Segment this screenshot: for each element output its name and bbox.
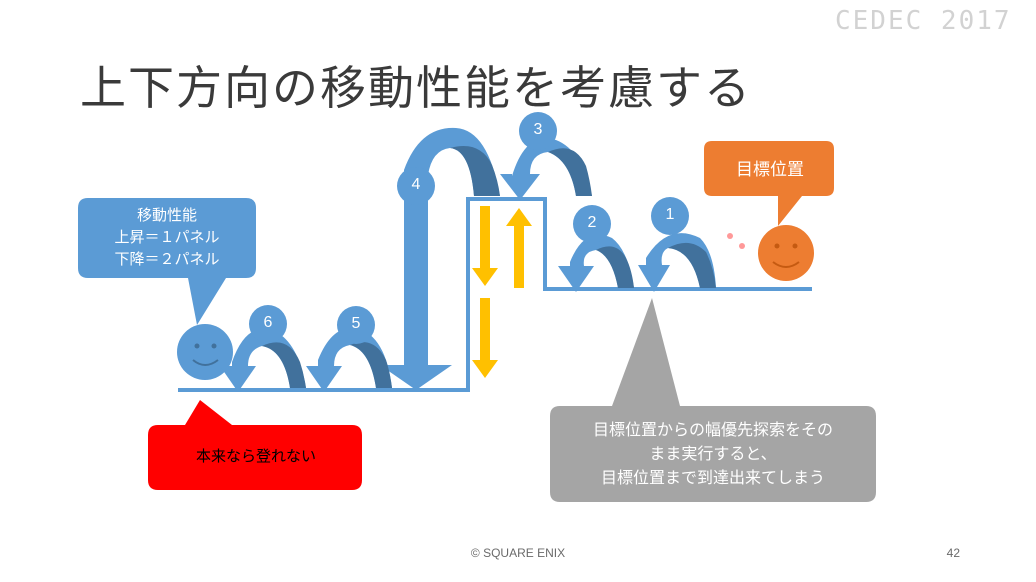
step-circle-2 (573, 205, 611, 243)
cedec-logo: CEDEC 2017 (835, 6, 1012, 36)
movement-callout: 移動性能 上昇＝１パネル 下降＝２パネル (78, 204, 256, 270)
yellow-down-arrow-lower (472, 298, 498, 378)
target-callout-label: 目標位置 (736, 160, 804, 180)
start-smiley (177, 324, 233, 380)
goal-smiley (758, 225, 814, 281)
gray-callout-shape (550, 298, 876, 502)
jump-arrow-3 (500, 138, 592, 200)
jump-arrow-5 (306, 328, 392, 392)
terrain-line (178, 197, 812, 392)
step-number-3: 3 (533, 121, 543, 138)
search-callout: 目標位置からの幅優先探索をその まま実行すると、 目標位置まで到達出来てしまう (550, 418, 876, 490)
step-circle-3 (519, 112, 557, 150)
movement-callout-title: 移動性能 (136, 206, 197, 224)
yellow-up-arrow (506, 208, 532, 288)
slide-title: 上下方向の移動性能を考慮する (80, 61, 752, 115)
jump-arrow-2 (558, 234, 634, 292)
step-circle-6 (249, 305, 287, 343)
orange-callout-shape (704, 141, 834, 226)
step-circle-5 (337, 306, 375, 344)
search-callout-line1: 目標位置からの幅優先探索をその (592, 420, 833, 439)
search-callout-line3: 目標位置まで到達出来てしまう (600, 468, 825, 487)
yellow-down-arrow-upper (472, 206, 498, 286)
movement-callout-up: 上昇＝１パネル (114, 228, 220, 246)
cannot-climb-callout-label: 本来なら登れない (195, 447, 316, 465)
step-number-1: 1 (665, 206, 675, 223)
step-number-6: 6 (263, 314, 273, 331)
movement-callout-down: 下降＝２パネル (114, 250, 220, 268)
sparkle-icon (727, 233, 745, 249)
step-circle-4 (397, 167, 435, 205)
blue-callout-shape (78, 198, 256, 325)
search-callout-line2: まま実行すると、 (649, 444, 777, 463)
red-callout-shape (148, 400, 362, 490)
step-number-4: 4 (411, 176, 421, 193)
footer-copyright: © SQUARE ENIX (470, 546, 566, 560)
jump-arrow-1 (638, 233, 716, 292)
step-number-5: 5 (351, 315, 361, 332)
step-number-2: 2 (587, 214, 597, 231)
step-circle-1 (651, 197, 689, 235)
jump-arrow-6 (220, 328, 306, 392)
page-number: 42 (946, 546, 960, 560)
